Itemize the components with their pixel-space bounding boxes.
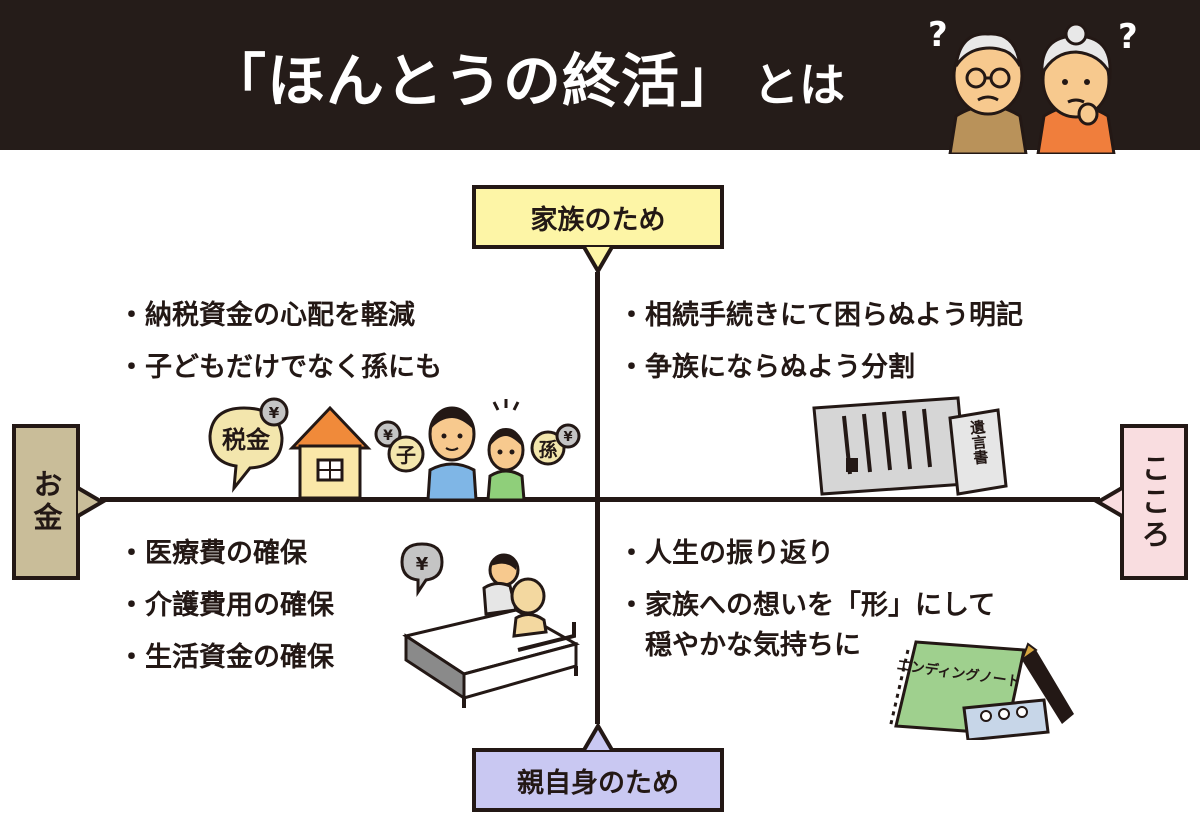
quadrant-top-right: 相続手続きにて困らぬよう明記 争族にならぬよう分割 xyxy=(618,290,1023,394)
elderly-couple-illustration: ? ? xyxy=(928,15,1138,154)
right-pointer-icon xyxy=(1094,486,1124,518)
pen-icon xyxy=(1022,650,1074,724)
page-title: 「ほんとうの終活」とは xyxy=(208,34,845,118)
quadrant-top-left: 納税資金の心配を軽減 子どもだけでなく孫にも xyxy=(118,290,442,394)
left-pointer-icon xyxy=(76,486,106,518)
yen-coin-icon: ¥ xyxy=(269,404,280,422)
bullet-item: 介護費用の確保 xyxy=(118,580,334,632)
question-mark-icon: ? xyxy=(928,15,948,55)
yen-coin-icon: ¥ xyxy=(416,554,429,575)
house-icon xyxy=(288,405,372,450)
question-mark-icon: ? xyxy=(1118,17,1138,57)
header-banner: 「ほんとうの終活」とは ? ? xyxy=(0,0,1200,154)
grandchild-bubble-text: 孫 xyxy=(538,438,557,461)
yen-coin-icon: ¥ xyxy=(563,430,572,445)
title-main: 「ほんとうの終活」 xyxy=(208,47,740,115)
ending-notebook-illustration: エンディングノート xyxy=(888,640,1074,740)
bullet-item: 相続手続きにて困らぬよう明記 xyxy=(618,290,1023,342)
quadrant-bottom-left: 医療費の確保 介護費用の確保 生活資金の確保 xyxy=(118,528,334,684)
axis-label-family: 家族のため xyxy=(472,185,724,249)
bottom-pointer-icon xyxy=(582,722,614,752)
bullet-item-line2: 穏やかな気持ちに xyxy=(645,630,861,661)
will-label-text: 遺言書 xyxy=(967,418,990,467)
axis-label-money: お金 xyxy=(12,424,80,580)
care-bed-illustration: ¥ xyxy=(400,542,580,708)
bullet-item: 医療費の確保 xyxy=(118,528,334,580)
bullet-item: 子どもだけでなく孫にも xyxy=(118,342,442,394)
yen-coin-icon: ¥ xyxy=(383,428,393,444)
title-sub: とは xyxy=(753,58,846,112)
top-pointer-icon xyxy=(582,245,614,275)
family-house-illustration: 税金 ¥ ¥ 子 孫 ¥ xyxy=(208,397,581,500)
bullet-item: 生活資金の確保 xyxy=(118,632,334,684)
will-document-illustration: 遺言書 xyxy=(812,396,1008,496)
bullet-item: 争族にならぬよう分割 xyxy=(618,342,1023,394)
bullet-item: 納税資金の心配を軽減 xyxy=(118,290,442,342)
axis-label-parents: 親自身のため xyxy=(472,748,724,812)
child-bubble-text: 子 xyxy=(396,443,416,467)
bullet-item-line1: 家族への想いを「形」にして xyxy=(645,590,996,621)
horizontal-axis xyxy=(100,497,1100,502)
bullet-item: 人生の振り返り xyxy=(618,528,995,580)
tax-bubble-text: 税金 xyxy=(222,426,271,454)
axis-label-heart: こころ xyxy=(1120,424,1188,580)
